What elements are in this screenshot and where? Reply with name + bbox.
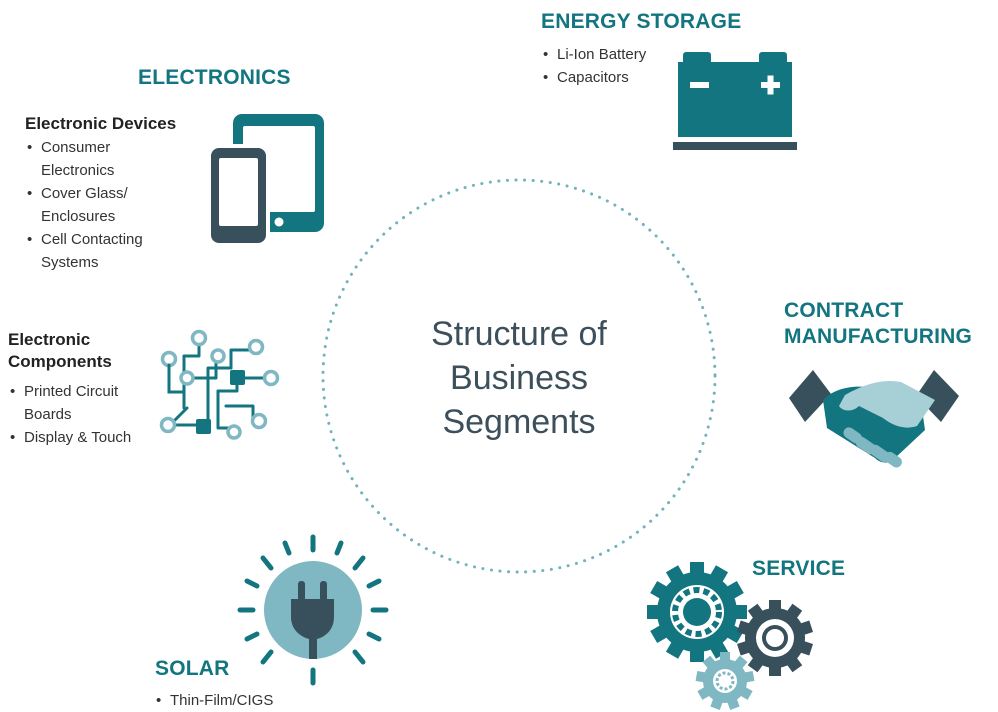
circuit-board-icon: [159, 329, 280, 440]
solar-title: SOLAR: [155, 657, 230, 680]
list-item: Display & Touch: [9, 426, 149, 449]
list-item: Cover Glass/ Enclosures: [26, 182, 176, 228]
electronic-devices-title: Electronic Devices: [25, 114, 177, 133]
solar-list: Thin-Film/CIGS: [155, 689, 315, 712]
battery-icon: [673, 52, 797, 150]
list-item: Thin-Film/CIGS: [155, 689, 315, 712]
energy-storage-list: Li-Ion Battery Capacitors: [542, 43, 682, 89]
service-title: SERVICE: [752, 557, 846, 580]
center-title: Structure of Business Segments: [431, 315, 607, 441]
electronic-devices-list: Consumer Electronics Cover Glass/ Enclos…: [26, 136, 176, 274]
electronic-components-title: Electronic Components: [8, 330, 112, 371]
list-item: Li-Ion Battery: [542, 43, 682, 66]
list-item: Cell Contacting Systems: [26, 228, 176, 274]
gears-icon: [647, 562, 813, 710]
contract-manufacturing-title: CONTRACT MANUFACTURING: [784, 299, 973, 348]
tablet-phone-icon: [206, 114, 324, 244]
list-item: Consumer Electronics: [26, 136, 176, 182]
handshake-icon: [789, 370, 959, 468]
list-item: Capacitors: [542, 66, 682, 89]
sun-plug-icon: [237, 534, 389, 686]
list-item: Printed Circuit Boards: [9, 380, 149, 426]
energy-storage-title: ENERGY STORAGE: [541, 10, 742, 33]
electronic-components-list: Printed Circuit Boards Display & Touch: [9, 380, 149, 449]
electronics-title: ELECTRONICS: [138, 66, 291, 89]
